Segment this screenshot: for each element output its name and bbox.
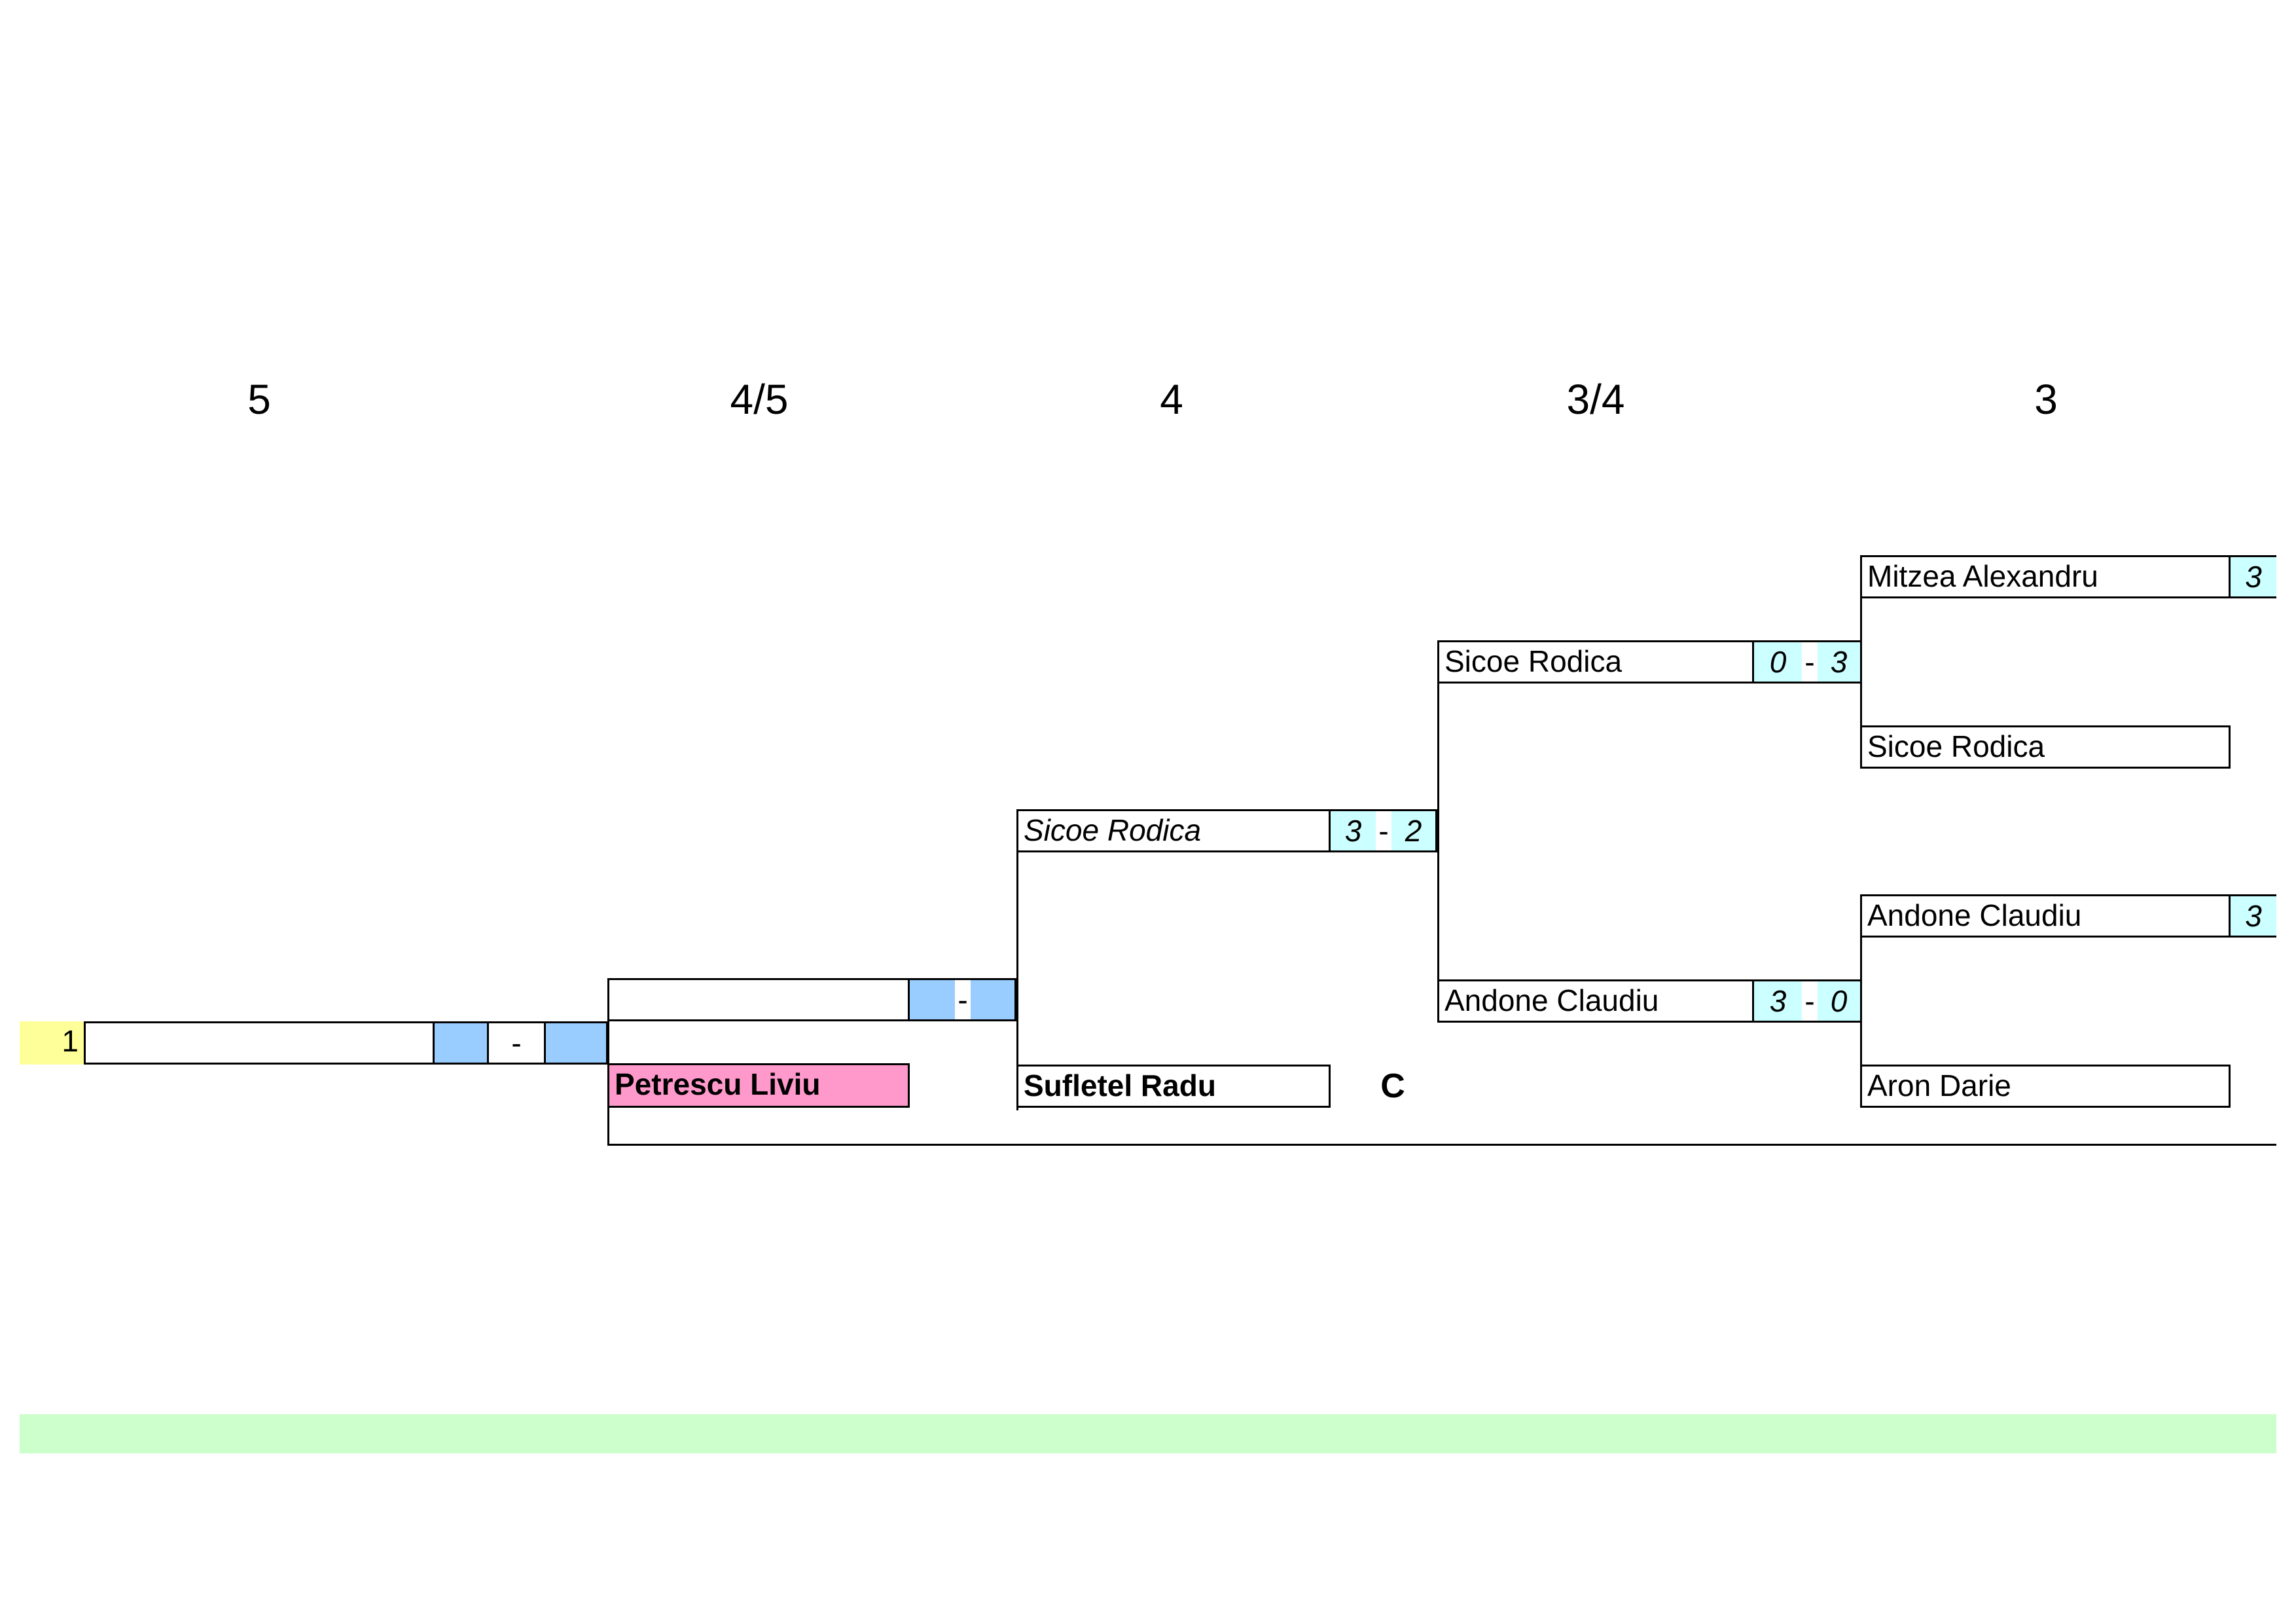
round5-score-right[interactable] [544,1021,608,1065]
round3-score-1: 3 [2229,555,2276,598]
round-header-4-5: 4/5 [730,376,789,423]
bracket-bottom-line [607,1144,2276,1146]
round34-b-score-dash: - [1802,979,1818,1023]
round34-b-score-right: 0 [1818,979,1862,1023]
round4-score-bottom: 2 [1391,809,1437,852]
round3-score-3: 3 [2229,894,2276,938]
round5-player-slot[interactable] [84,1021,435,1065]
round45-score-right[interactable] [971,978,1016,1021]
round3-player-2: Sicoe Rodica [1860,725,2231,769]
round4-player-bottom: Sufletel Radu [1016,1065,1331,1108]
round45-player-top-slot[interactable] [607,978,910,1021]
round34-a-score-left: 0 [1752,640,1802,684]
round4-score-dash: - [1376,809,1391,852]
round34-b-score-left: 3 [1752,979,1802,1023]
seed-number: 1 [20,1021,84,1065]
round3-player-3: Andone Claudiu [1860,894,2231,938]
round-header-4: 4 [1160,376,1183,423]
round5-score-dash: - [489,1021,544,1065]
round34-a-score-right: 3 [1818,640,1862,684]
round-header-5: 5 [247,376,271,423]
round4-score-top: 3 [1329,809,1376,852]
round34-player-b: Andone Claudiu [1437,979,1754,1023]
round45-score-left[interactable] [908,978,955,1021]
round34-player-a: Sicoe Rodica [1437,640,1754,684]
round3-bracket-line-top [1860,555,1862,769]
round-header-3-4: 3/4 [1566,376,1625,423]
round-header-3: 3 [2034,376,2058,423]
round34-bracket-line [1437,640,1439,1023]
round45-player-bottom: Petrescu Liviu [607,1063,910,1108]
round5-score-left[interactable] [433,1021,489,1065]
round4-bracket-line [1016,809,1018,1110]
round45-score-dash: - [955,978,971,1021]
round-header-2: 2 [2173,373,2291,426]
round45-bracket-line [607,1021,609,1146]
round34-a-score-dash: - [1802,640,1818,684]
round3-player-1: Mitzea Alexandru [1860,555,2231,598]
round4-player-top: Sicoe Rodica [1016,809,1331,852]
round3-bracket-line-bottom [1860,894,1862,1108]
footer-band [20,1414,2276,1453]
round3-player-4: Aron Darie [1860,1065,2231,1108]
round4-label: C [1380,1067,1405,1105]
